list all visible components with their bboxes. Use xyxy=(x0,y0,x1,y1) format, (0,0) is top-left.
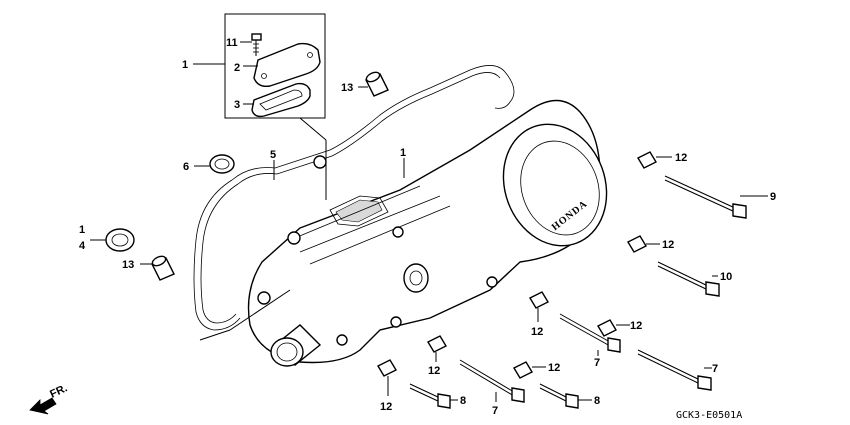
part-12-nut-f xyxy=(513,361,533,379)
callout-6: 6 xyxy=(183,161,189,173)
part-5-gasket xyxy=(193,65,515,331)
callout-7-b: 7 xyxy=(712,363,718,375)
callout-9: 9 xyxy=(770,191,776,203)
callout-4: 4 xyxy=(79,240,86,252)
part-12-nut-a xyxy=(637,151,657,169)
part-6-seal xyxy=(209,154,235,174)
part-13-dowel-upper xyxy=(365,71,389,97)
part-8-bolt-b xyxy=(539,383,579,409)
callout-8-a: 8 xyxy=(460,395,466,407)
part-10-bolt xyxy=(657,261,720,297)
part-12-nut-b xyxy=(627,235,647,253)
callout-2: 2 xyxy=(234,62,240,74)
part-12-nut-d xyxy=(597,319,617,337)
part-12-nut-c xyxy=(529,291,549,309)
part-7-bolt-b xyxy=(637,349,712,391)
callout-1-left: 1 xyxy=(79,224,85,236)
callout-3: 3 xyxy=(234,99,240,111)
direction-label: FR. xyxy=(48,382,69,400)
callout-12-a: 12 xyxy=(675,152,687,164)
part-12-nut-e xyxy=(427,335,447,353)
callout-1-cover: 1 xyxy=(400,147,406,159)
part-3-gasket xyxy=(251,82,311,118)
callout-1-inset: 1 xyxy=(182,59,188,71)
part-4-bearing xyxy=(105,228,135,252)
part-11-bolt xyxy=(251,33,262,56)
inset-box xyxy=(224,13,326,119)
part-9-bolt xyxy=(664,175,747,219)
clutch-dome xyxy=(502,123,608,247)
callout-5: 5 xyxy=(270,149,276,161)
callout-12-b: 12 xyxy=(662,239,674,251)
front-direction-arrow-icon xyxy=(29,397,57,415)
part-7-bolt-a xyxy=(559,313,621,353)
part-8-bolt-a xyxy=(409,383,451,409)
part-13-dowel-lower xyxy=(151,255,175,281)
callout-12-g: 12 xyxy=(380,401,392,413)
callout-7-a: 7 xyxy=(594,357,600,369)
callout-12-c: 12 xyxy=(531,326,543,338)
callout-7-c: 7 xyxy=(492,405,498,417)
callout-13-lower: 13 xyxy=(122,259,134,271)
callout-12-f: 12 xyxy=(548,362,560,374)
part-7-bolt-c xyxy=(459,359,525,403)
callout-12-e: 12 xyxy=(428,365,440,377)
outlet-tube xyxy=(270,324,322,367)
callout-13-upper: 13 xyxy=(341,82,353,94)
drawing-code: GCK3-E0501A xyxy=(676,410,742,421)
callout-12-d: 12 xyxy=(630,320,642,332)
callout-11: 11 xyxy=(226,37,238,49)
part-2-plate xyxy=(253,42,321,88)
callout-8-b: 8 xyxy=(594,395,600,407)
callout-10: 10 xyxy=(720,271,732,283)
part-12-nut-g xyxy=(377,359,397,377)
